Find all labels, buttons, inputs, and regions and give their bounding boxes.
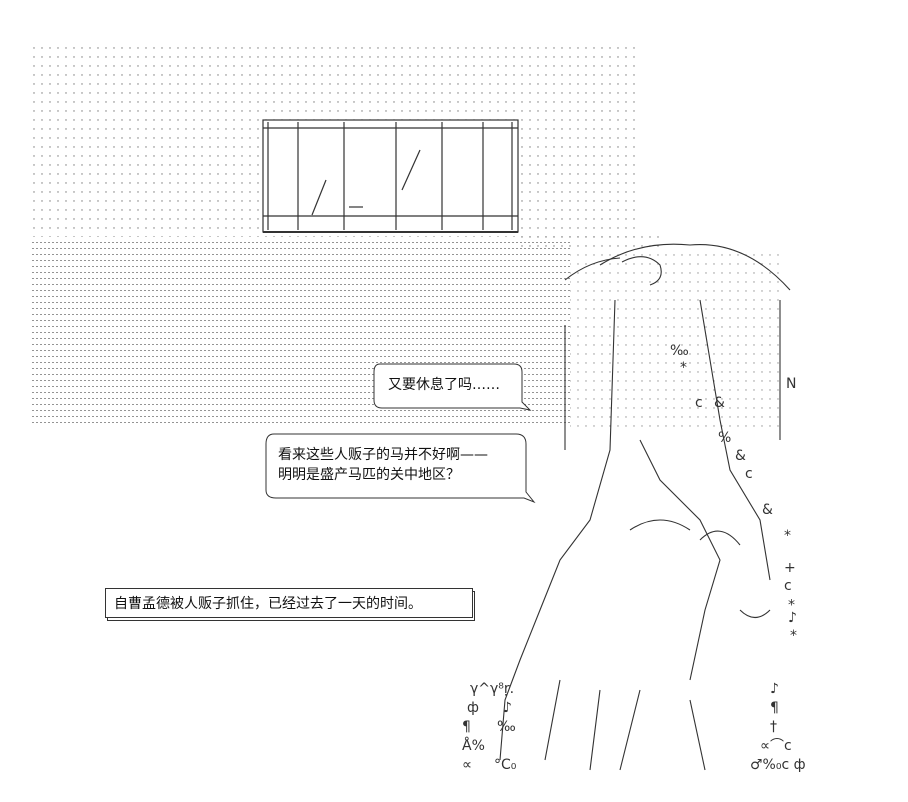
bubble-frame [265, 433, 536, 504]
svg-text:&: & [762, 502, 773, 518]
star-icon: ⁎ [788, 593, 795, 609]
svg-text:‰: ‰ [670, 343, 689, 359]
svg-text:+: + [784, 560, 796, 576]
svg-text:&: & [714, 395, 725, 411]
music-note-icon: ♪ [770, 681, 779, 697]
svg-text:Å%: Å% [462, 737, 485, 754]
svg-text:¶: ¶ [770, 700, 779, 716]
svg-text:ф: ф [467, 700, 479, 716]
svg-text:∝⌒c: ∝⌒c [760, 738, 792, 754]
svg-text:c: c [695, 395, 703, 411]
speech-bubble-1: 又要休息了吗…… [370, 360, 535, 412]
svg-text:†: † [770, 719, 777, 735]
svg-text:°C₀: °C₀ [494, 757, 517, 773]
bubble-2-line-1: 看来这些人贩子的马并不好啊—— [278, 447, 488, 463]
bubble-1-line-1: 又要休息了吗…… [388, 377, 500, 393]
svg-text:¶: ¶ [462, 719, 471, 735]
music-note-icon: ♪ [503, 700, 512, 716]
svg-text:♂%₀c ф: ♂%₀c ф [750, 757, 806, 773]
svg-text:∝: ∝ [462, 757, 472, 773]
speech-bubble-2: 看来这些人贩子的马并不好啊—— 明明是盛产马匹的关中地区？ [262, 430, 537, 504]
dotted-sky [32, 42, 785, 430]
svg-text:c: c [745, 466, 753, 482]
svg-text:*: * [680, 360, 687, 376]
music-note-icon: ♪ [788, 610, 797, 626]
bubble-frame [373, 363, 532, 411]
decorative-symbols: * ⁎ ♪ ♪ ¶ † ф ♪ ¶ ‰ Å% ∝ °C₀ ♂%₀c ф ∝⌒c … [462, 343, 806, 773]
ascii-art-figure [499, 243, 791, 771]
star-icon: * [784, 528, 791, 544]
svg-text:N: N [786, 376, 796, 392]
window-grille [262, 119, 519, 233]
svg-text:γ^γ⁸ṛ.: γ^γ⁸ṛ. [470, 681, 514, 697]
svg-text:c: c [784, 578, 792, 594]
svg-text:*: * [790, 628, 797, 644]
bubble-2-line-2: 明明是盛产马匹的关中地区？ [278, 467, 460, 483]
narration-caption: 自曹孟德被人贩子抓住，已经过去了一天的时间。 [105, 588, 473, 618]
svg-text:&: & [735, 448, 746, 464]
svg-text:‰: ‰ [497, 719, 516, 735]
svg-text:%: % [718, 430, 731, 446]
